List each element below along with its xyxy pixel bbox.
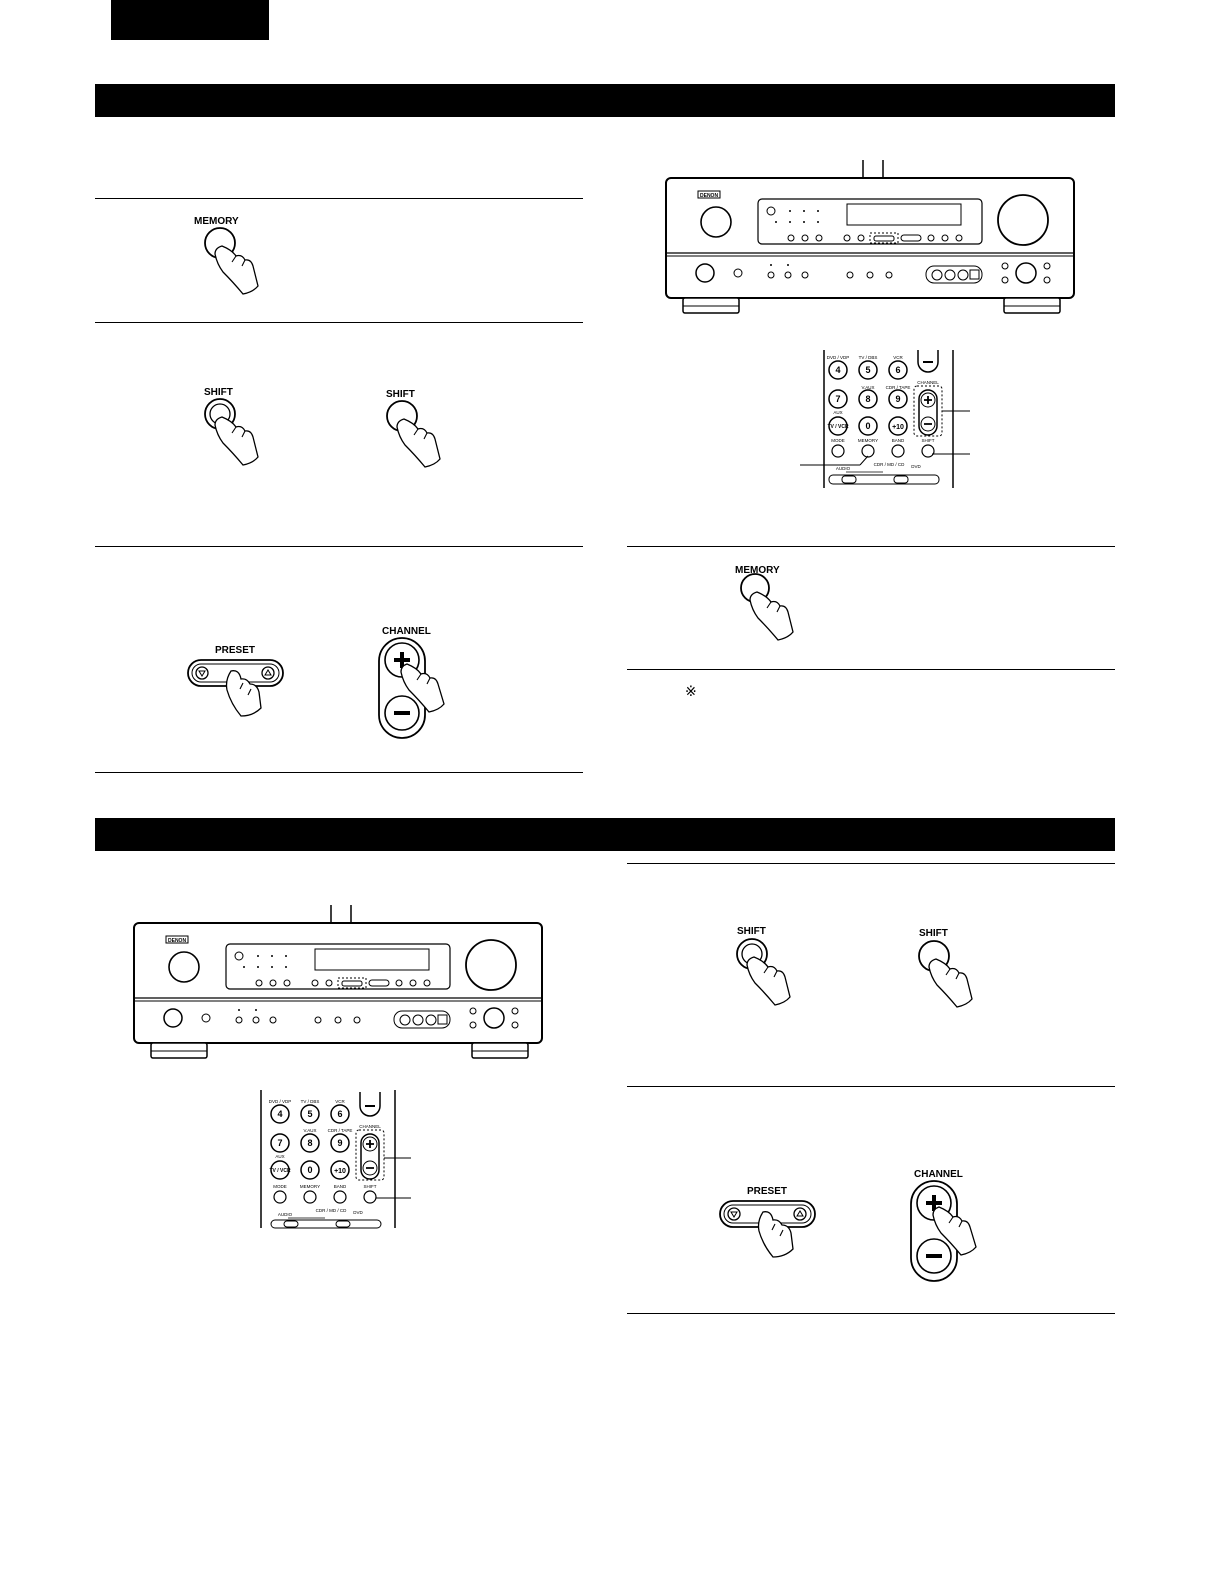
step-divider	[95, 546, 583, 547]
svg-text:BAND: BAND	[334, 1184, 347, 1189]
svg-text:0: 0	[307, 1165, 312, 1175]
svg-text:DVD / VDP: DVD / VDP	[269, 1099, 292, 1104]
svg-text:+10: +10	[892, 424, 904, 431]
svg-text:SHIFT: SHIFT	[737, 926, 766, 937]
svg-text:8: 8	[865, 394, 870, 404]
channel-button-illustration: CHANNEL	[378, 626, 445, 739]
svg-text:CHANNEL: CHANNEL	[382, 626, 431, 637]
step-divider	[627, 1086, 1115, 1087]
svg-text:4: 4	[835, 365, 840, 375]
svg-text:TV / VCR: TV / VCR	[827, 424, 849, 430]
preset-button-illustration: PRESET	[719, 1186, 816, 1258]
svg-text:MEMORY: MEMORY	[194, 216, 239, 227]
svg-text:7: 7	[835, 394, 840, 404]
svg-text:VCR: VCR	[335, 1099, 345, 1104]
shift-button-illustration: SHIFT	[386, 389, 441, 468]
svg-text:BAND: BAND	[892, 438, 905, 443]
step-divider	[627, 863, 1115, 864]
memory-button-illustration: MEMORY	[194, 216, 259, 295]
svg-text:CDR / MD / CD: CDR / MD / CD	[316, 1208, 347, 1213]
svg-text:VCR: VCR	[893, 355, 903, 360]
channel-button-illustration: CHANNEL	[910, 1169, 977, 1282]
shift-button-illustration: SHIFT	[204, 387, 259, 466]
shift-button-illustration: SHIFT	[736, 926, 791, 1006]
svg-text:PRESET: PRESET	[215, 645, 255, 656]
receiver-front-panel-illustration: DENON	[133, 905, 543, 1059]
svg-text:AUDIO: AUDIO	[836, 466, 851, 471]
svg-text:V.AUX: V.AUX	[303, 1128, 316, 1133]
remote-control-illustration: DVD / VDP TV / DBS VCR V.AUX CDR / TAPE …	[800, 350, 970, 488]
shift-button-illustration: SHIFT	[918, 928, 973, 1008]
svg-text:9: 9	[895, 394, 900, 404]
step-divider	[95, 198, 583, 199]
svg-text:CHANNEL: CHANNEL	[917, 380, 939, 385]
svg-text:6: 6	[337, 1109, 342, 1119]
memory-button-illustration: MEMORY	[735, 565, 794, 641]
svg-text:7: 7	[277, 1138, 282, 1148]
svg-text:DENON: DENON	[700, 193, 718, 199]
receiver-front-panel-illustration: DENON	[665, 160, 1075, 314]
svg-text:0: 0	[865, 421, 870, 431]
svg-text:DVD: DVD	[911, 464, 921, 469]
svg-text:AUDIO: AUDIO	[278, 1212, 293, 1217]
svg-text:PRESET: PRESET	[747, 1186, 787, 1197]
step-divider	[95, 772, 583, 773]
svg-text:DVD: DVD	[353, 1210, 363, 1215]
reference-mark: ※	[685, 684, 697, 700]
section-header-bar-2	[95, 818, 1115, 851]
svg-text:MEMORY: MEMORY	[858, 438, 878, 443]
svg-text:DENON: DENON	[168, 938, 186, 944]
svg-text:CDR / MD / CD: CDR / MD / CD	[874, 462, 905, 467]
step-divider	[627, 669, 1115, 670]
step-divider	[627, 1313, 1115, 1314]
page-tab	[111, 0, 269, 40]
svg-text:SHIFT: SHIFT	[364, 1184, 377, 1189]
svg-text:MODE: MODE	[273, 1184, 287, 1189]
svg-text:CHANNEL: CHANNEL	[359, 1124, 381, 1129]
svg-text:SHIFT: SHIFT	[922, 438, 935, 443]
svg-text:4: 4	[277, 1109, 282, 1119]
step-divider	[95, 322, 583, 323]
svg-text:9: 9	[337, 1138, 342, 1148]
preset-button-illustration: PRESET	[187, 645, 284, 717]
remote-control-illustration: DVD / VDP TV / DBS VCR V.AUX CDR / TAPE …	[260, 1090, 411, 1229]
svg-text:5: 5	[307, 1109, 312, 1119]
section-header-bar-1	[95, 84, 1115, 117]
svg-text:SHIFT: SHIFT	[386, 389, 415, 400]
svg-text:SHIFT: SHIFT	[919, 928, 948, 939]
step-divider	[627, 546, 1115, 547]
svg-text:MEMORY: MEMORY	[735, 565, 780, 576]
svg-text:TV / DBS: TV / DBS	[301, 1099, 320, 1104]
svg-text:V.AUX: V.AUX	[861, 385, 874, 390]
svg-text:6: 6	[895, 365, 900, 375]
svg-text:TV / DBS: TV / DBS	[859, 355, 878, 360]
svg-text:5: 5	[865, 365, 870, 375]
svg-text:AUX: AUX	[833, 410, 842, 415]
svg-text:MEMORY: MEMORY	[300, 1184, 320, 1189]
svg-text:8: 8	[307, 1138, 312, 1148]
svg-text:CDR / TAPE: CDR / TAPE	[886, 385, 911, 390]
svg-text:SHIFT: SHIFT	[204, 387, 233, 398]
svg-text:CHANNEL: CHANNEL	[914, 1169, 963, 1180]
svg-text:+10: +10	[334, 1168, 346, 1175]
svg-text:CDR / TAPE: CDR / TAPE	[328, 1128, 353, 1133]
svg-text:MODE: MODE	[831, 438, 845, 443]
svg-text:TV / VCR: TV / VCR	[269, 1168, 291, 1174]
svg-text:AUX: AUX	[275, 1154, 284, 1159]
svg-text:DVD / VDP: DVD / VDP	[827, 355, 850, 360]
